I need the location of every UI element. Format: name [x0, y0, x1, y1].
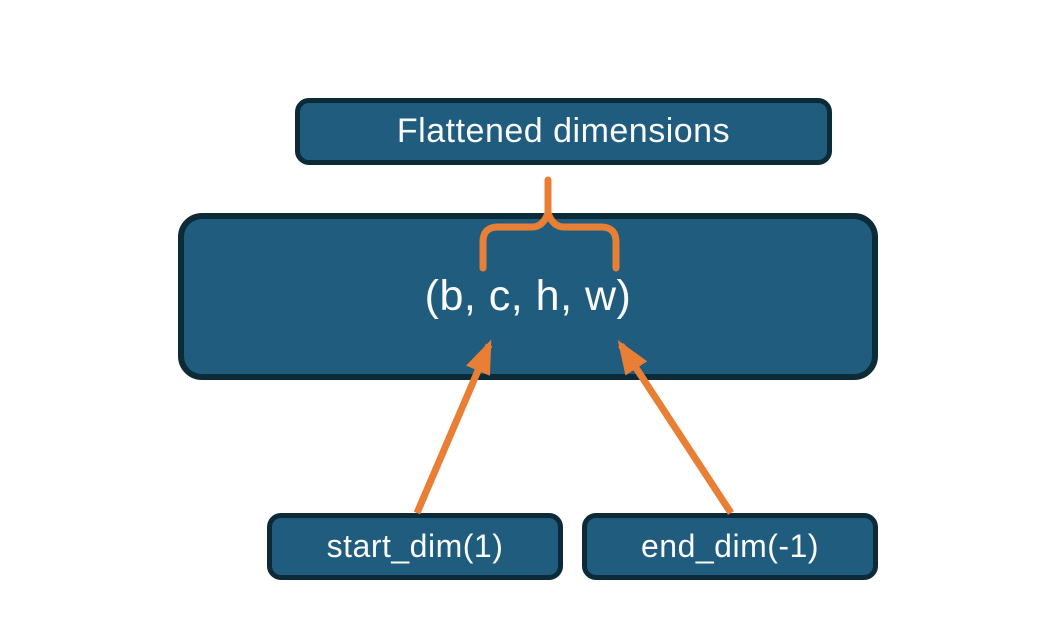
- flattened-dimensions-box: Flattened dimensions: [295, 98, 832, 165]
- start-dim-box: start_dim(1): [267, 513, 563, 580]
- tensor-shape-box: (b, c, h, w): [178, 213, 878, 380]
- end-dim-box: end_dim(-1): [582, 513, 878, 580]
- tensor-shape-label: (b, c, h, w): [424, 272, 632, 320]
- end-dim-label: end_dim(-1): [640, 528, 819, 564]
- flattened-dimensions-label: Flattened dimensions: [396, 112, 731, 150]
- start-dim-label: start_dim(1): [326, 528, 504, 564]
